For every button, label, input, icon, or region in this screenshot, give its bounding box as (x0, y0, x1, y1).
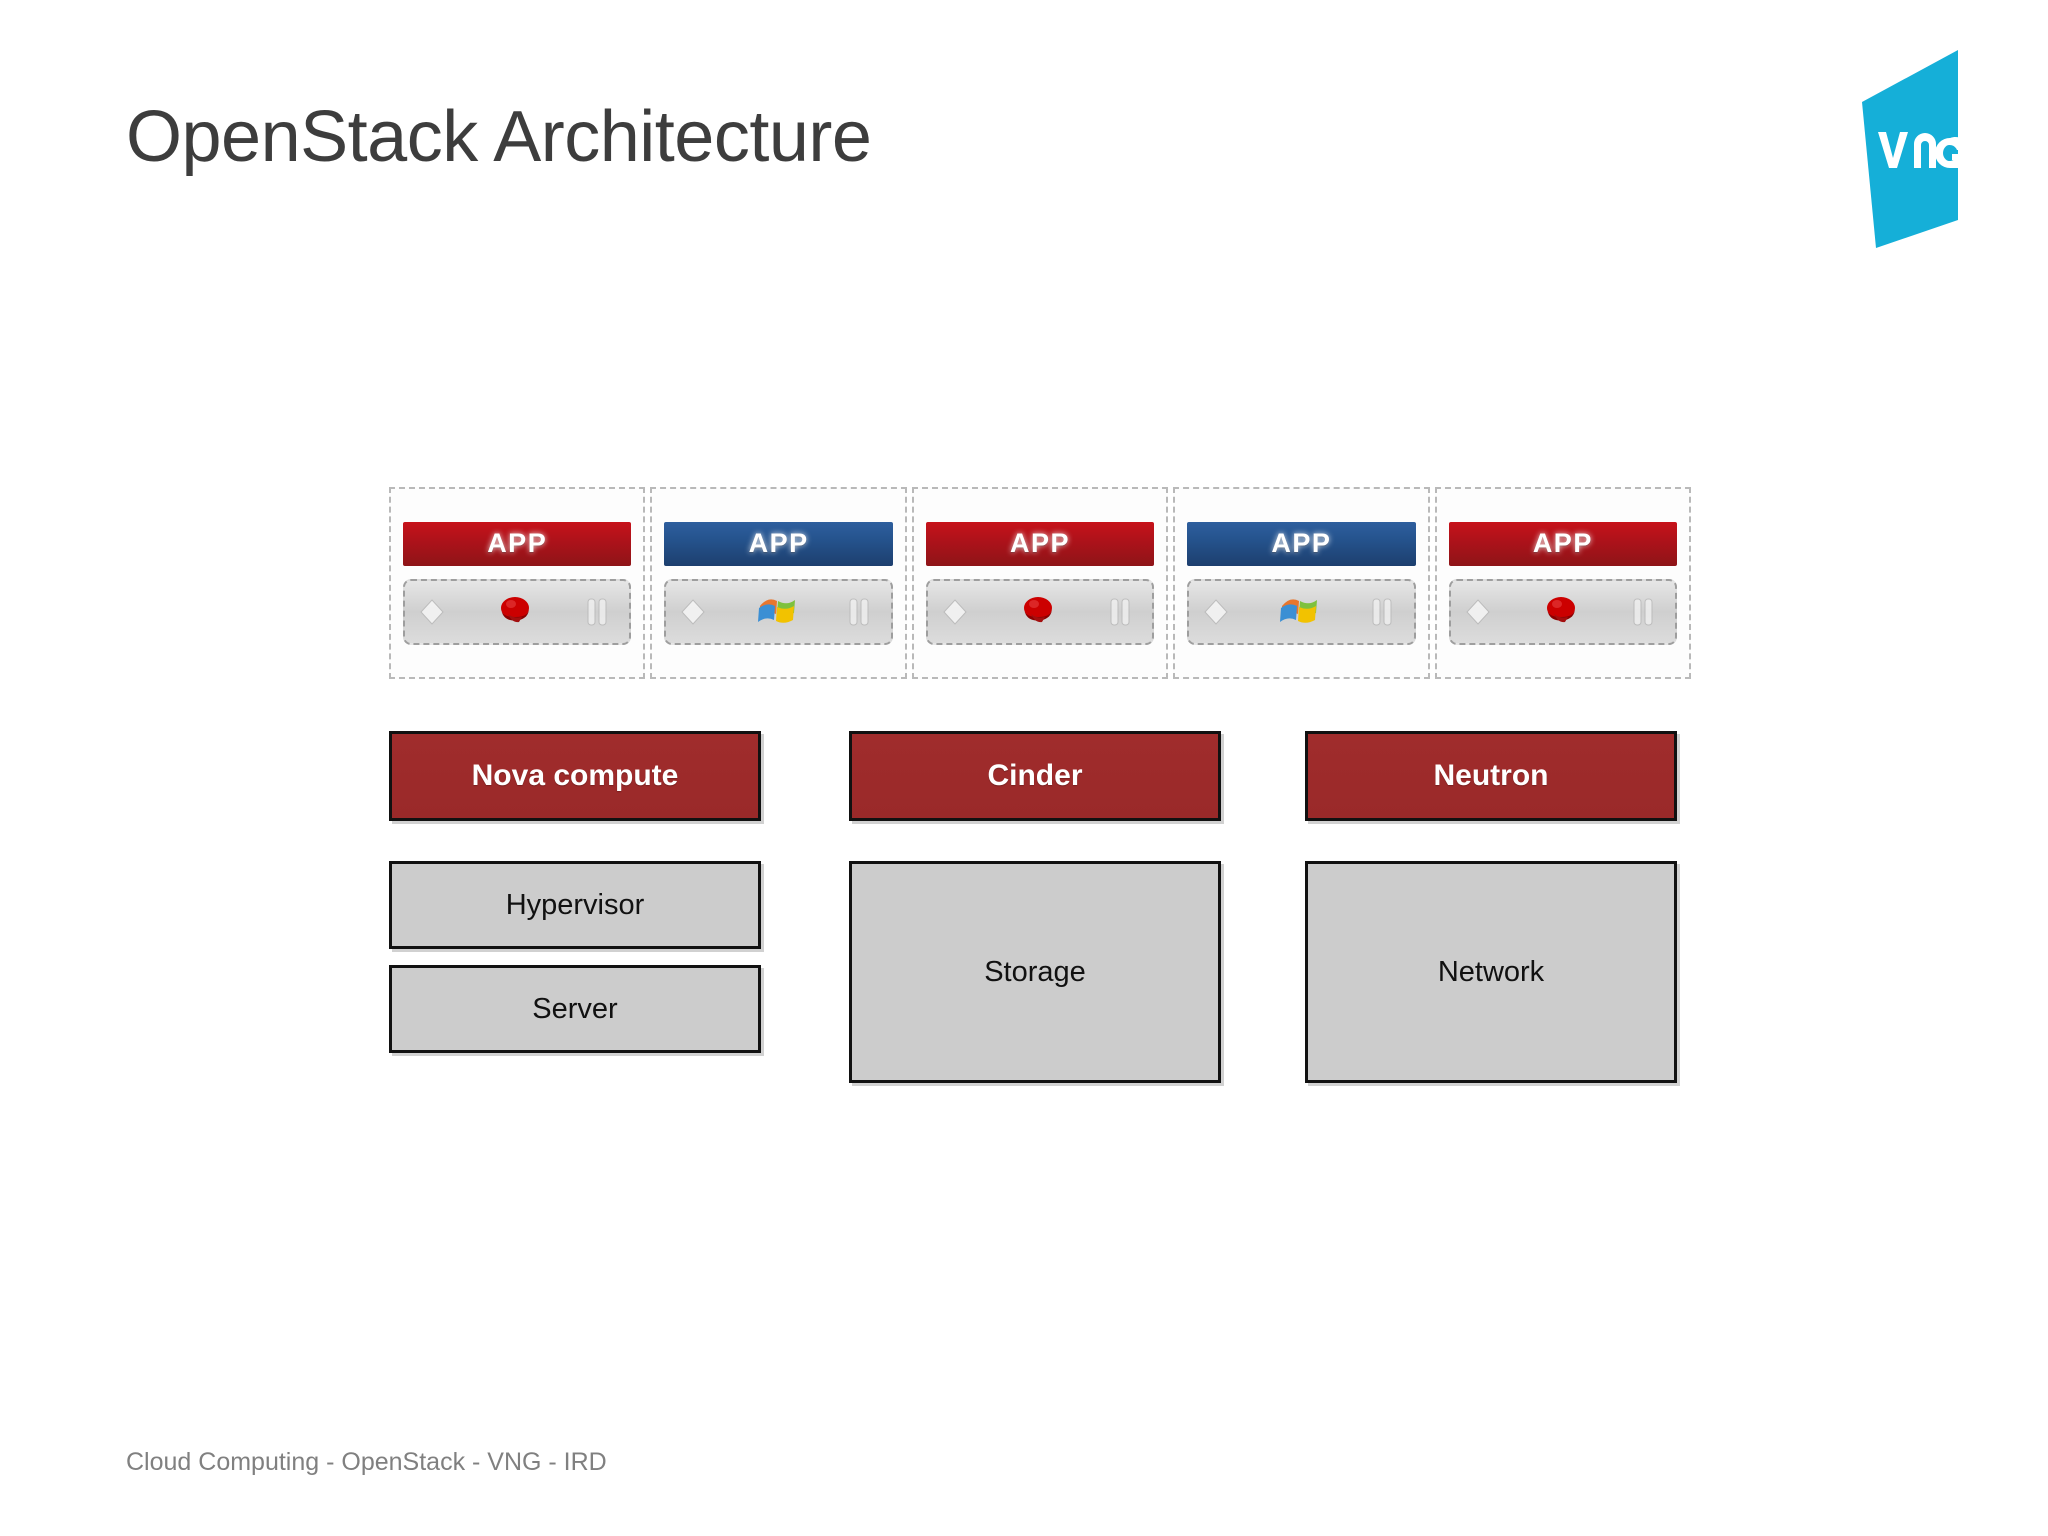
bars-glyph-icon (587, 598, 607, 625)
resource-box-server[interactable]: Server (389, 965, 761, 1053)
resource-label: Server (532, 992, 618, 1025)
app-banner: APP (664, 521, 893, 566)
resource-label: Storage (984, 955, 1086, 988)
os-strip (925, 578, 1155, 645)
app-label: APP (1532, 528, 1593, 558)
app-label: APP (1010, 528, 1071, 558)
app-label: APP (1271, 528, 1332, 558)
bars-glyph-icon (849, 598, 869, 625)
storage-column: Cinder Storage (849, 731, 1221, 1083)
service-box-cinder[interactable]: Cinder (849, 731, 1221, 821)
network-column: Neutron Network (1305, 731, 1677, 1083)
slide-footer: Cloud Computing - OpenStack - VNG - IRD (126, 1448, 607, 1476)
spacer (389, 949, 761, 965)
vm-card[interactable]: APP (389, 487, 646, 679)
red-hat-logo (1538, 590, 1584, 634)
app-label: APP (487, 528, 548, 558)
page-title: OpenStack Architecture (126, 97, 872, 177)
spacer (1305, 821, 1677, 861)
os-strip (1187, 578, 1416, 645)
service-label: Neutron (1433, 759, 1549, 792)
vm-card[interactable]: APP (1434, 487, 1692, 679)
resource-label: Hypervisor (505, 888, 645, 921)
app-label: APP (748, 528, 809, 558)
red-hat-logo (492, 590, 538, 634)
bars-glyph-icon (1110, 598, 1130, 625)
vm-card[interactable]: APP (1173, 487, 1430, 679)
resource-box-storage[interactable]: Storage (849, 861, 1221, 1083)
service-label: Nova compute (471, 759, 679, 792)
app-banner: APP (925, 521, 1155, 566)
app-banner: APP (1448, 521, 1678, 566)
vm-card[interactable]: APP (911, 487, 1169, 679)
diamond-glyph-icon (1465, 598, 1490, 625)
spacer (389, 821, 761, 861)
spacer (849, 821, 1221, 861)
os-strip (1448, 578, 1678, 645)
diamond-glyph-icon (681, 598, 706, 625)
vng-logo (1862, 50, 1994, 248)
resource-box-hypervisor[interactable]: Hypervisor (389, 861, 761, 949)
diamond-glyph-icon (1204, 598, 1228, 625)
resource-label: Network (1437, 955, 1545, 988)
vm-instances-row: APP APP (389, 487, 1692, 679)
service-box-neutron[interactable]: Neutron (1305, 731, 1677, 821)
app-banner: APP (1187, 521, 1416, 566)
resource-box-network[interactable]: Network (1305, 861, 1677, 1083)
service-label: Cinder (987, 759, 1083, 792)
os-strip (403, 578, 632, 645)
vm-card[interactable]: APP (650, 487, 907, 679)
windows-logo (1276, 590, 1322, 634)
diamond-glyph-icon (420, 598, 444, 625)
bars-glyph-icon (1372, 598, 1392, 625)
os-strip (664, 578, 893, 645)
bars-glyph-icon (1633, 598, 1653, 625)
compute-column: Nova compute Hypervisor Server (389, 731, 761, 1053)
service-box-nova-compute[interactable]: Nova compute (389, 731, 761, 821)
windows-logo (754, 590, 800, 634)
diamond-glyph-icon (943, 598, 967, 625)
red-hat-logo (1015, 590, 1061, 634)
app-banner: APP (403, 521, 632, 566)
